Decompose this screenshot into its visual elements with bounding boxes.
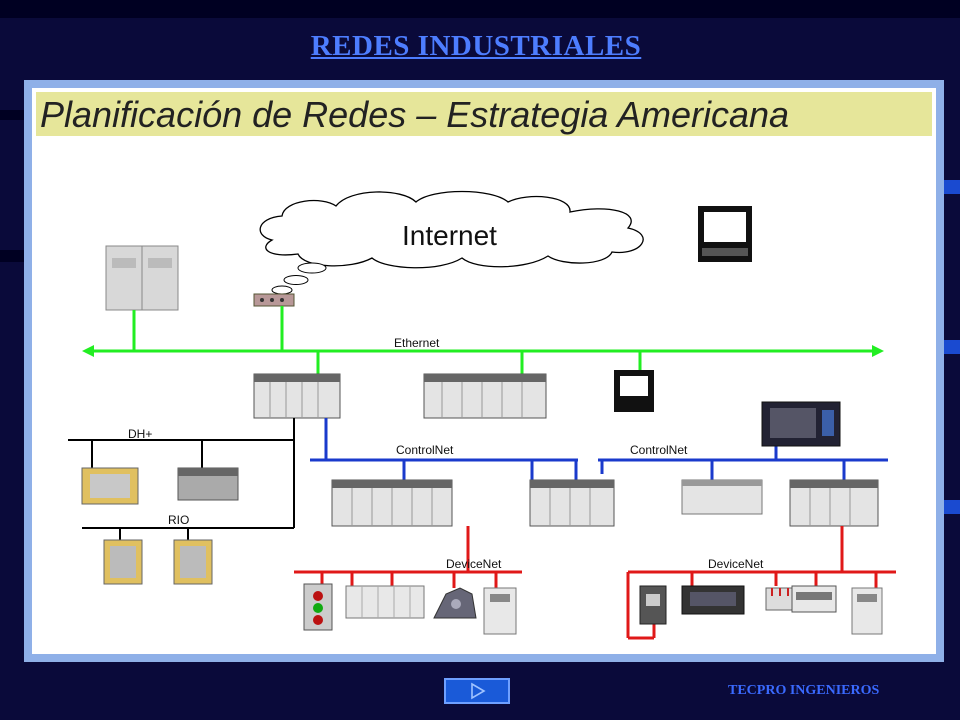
diagram-banner-text: Planificación de Redes – Estrategia Amer… [40, 94, 790, 135]
valve-manifold-icon [765, 587, 793, 611]
devicenet-right-bus: DeviceNet [626, 526, 896, 640]
hmi-panel-icon [761, 401, 841, 447]
internet-cloud: Internet [259, 190, 644, 295]
router-icon [253, 293, 295, 307]
play-arrow-icon [471, 682, 486, 700]
ethernet-label: Ethernet [394, 336, 440, 350]
background-stripe [0, 250, 26, 262]
plc-rack-main [253, 373, 341, 419]
diagram-svg: Internet Et [68, 190, 896, 640]
drive-icon-right [851, 587, 883, 635]
diagram-banner: Planificación de Redes – Estrategia Amer… [36, 92, 932, 136]
controlnet-left-label: ControlNet [396, 443, 454, 457]
background-stripe [940, 340, 960, 354]
workstation-icon [698, 206, 752, 262]
next-slide-button[interactable] [444, 678, 510, 704]
plc-rack-controlnet-4 [789, 479, 879, 527]
plc-rack-controlnet-2 [529, 479, 615, 527]
sensor-icon [639, 585, 667, 625]
background-stripe [0, 0, 960, 18]
background-stripe [940, 180, 960, 194]
dhplus-label: DH+ [128, 427, 152, 441]
terminal-icon [614, 370, 654, 412]
io-module-icon [345, 585, 425, 619]
server-cabinet-icon [105, 245, 179, 311]
motor-starter-icon [433, 587, 477, 619]
network-diagram: Planificación de Redes – Estrategia Amer… [32, 88, 936, 654]
dhplus-device-2 [177, 467, 239, 501]
legacy-links: DH+ RIO [68, 418, 295, 540]
rio-label: RIO [168, 513, 189, 527]
devicenet-right-label: DeviceNet [708, 557, 764, 571]
io-block-icon [791, 585, 837, 613]
plc-rack-controlnet-3 [681, 479, 763, 515]
ethernet-bus: Ethernet [82, 306, 884, 374]
rio-device-1 [103, 539, 143, 585]
controlnet-right-label: ControlNet [630, 443, 688, 457]
slide-title[interactable]: REDES INDUSTRIALES [310, 30, 642, 62]
controlnet-right-bus: ControlNet [598, 443, 888, 480]
plc-rack-controlnet-1 [331, 479, 453, 527]
controlnet-left-bus: ControlNet [310, 418, 578, 480]
footer-company[interactable]: TECPRO INGENIEROS [728, 683, 880, 698]
plc-rack-secondary [423, 373, 547, 419]
operator-panel-icon [681, 585, 745, 615]
background-stripe [940, 500, 960, 514]
internet-label: Internet [402, 220, 497, 251]
dhplus-device-1 [81, 467, 139, 505]
pushbutton-station-icon [303, 583, 333, 631]
background-stripe [0, 110, 26, 120]
devicenet-left-bus: DeviceNet [294, 526, 522, 588]
drive-icon [483, 587, 517, 635]
rio-device-2 [173, 539, 213, 585]
devicenet-left-label: DeviceNet [446, 557, 502, 571]
